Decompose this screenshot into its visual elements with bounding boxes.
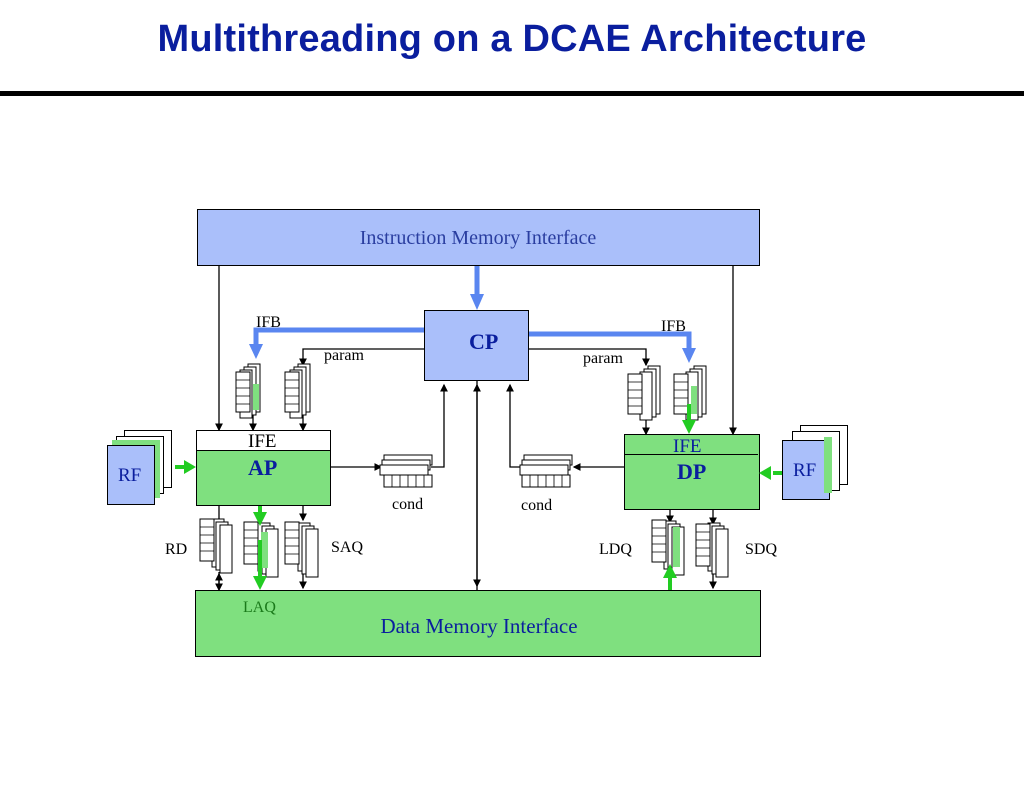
sdq-queue bbox=[695, 522, 729, 578]
ifb-right-slots bbox=[674, 381, 688, 407]
green-arrowhead-ifb-dp bbox=[682, 420, 696, 434]
sdq-label: SDQ bbox=[745, 541, 778, 558]
dp-block: IFE DP bbox=[624, 434, 760, 510]
param-left-label: param bbox=[324, 347, 364, 364]
wire-cp-param-right bbox=[529, 348, 650, 367]
data-memory-label: Data Memory Interface bbox=[380, 614, 578, 638]
green-arrowhead-laq bbox=[253, 512, 267, 526]
instruction-memory-interface: Instruction Memory Interface bbox=[197, 209, 760, 266]
cp-label: CP bbox=[469, 329, 499, 354]
dp-label: DP bbox=[677, 459, 707, 484]
laq-slots bbox=[244, 529, 258, 555]
rd-slots bbox=[200, 526, 214, 552]
ap-ife-label: IFE bbox=[248, 431, 277, 452]
green-arrowhead-dmem bbox=[253, 576, 267, 590]
ap-ife-strip: IFE bbox=[196, 430, 331, 452]
wire-cond-cp-right bbox=[506, 383, 521, 468]
param-left-slots bbox=[285, 379, 299, 405]
blue-arrowhead-ifb-right bbox=[682, 348, 696, 363]
saq-queue bbox=[284, 521, 319, 578]
rf-left-label: RF bbox=[118, 465, 142, 486]
ldq-slots bbox=[652, 527, 666, 553]
blue-arrow-cp-ifb-right bbox=[529, 331, 692, 350]
sdq-slots bbox=[696, 531, 710, 557]
ldq-green bbox=[673, 527, 680, 567]
wire-cp-param-left bbox=[299, 348, 424, 367]
laq-green bbox=[261, 532, 268, 568]
ifb-right-label: IFB bbox=[661, 318, 686, 335]
cond-right-label: cond bbox=[521, 497, 553, 514]
green-arrowhead-dp bbox=[759, 466, 771, 480]
ldq-label: LDQ bbox=[599, 541, 632, 558]
dp-ife-label: IFE bbox=[673, 436, 702, 457]
ifb-right-green bbox=[691, 386, 697, 414]
rf-left: RF bbox=[107, 445, 155, 505]
param-right-slots bbox=[628, 381, 642, 407]
param-right-label: param bbox=[583, 350, 623, 367]
rd-label: RD bbox=[165, 541, 188, 558]
saq-label: SAQ bbox=[331, 539, 364, 556]
green-arrowhead-ldq bbox=[663, 564, 677, 578]
wire-cond-cp bbox=[431, 383, 448, 468]
blue-arrowhead-cp bbox=[470, 294, 484, 310]
green-arrowhead-ap bbox=[184, 460, 196, 474]
rf-right-label: RF bbox=[793, 460, 817, 481]
blue-arrow-cp-ifb-left bbox=[253, 327, 424, 346]
ifb-left-slots bbox=[236, 379, 250, 405]
title-underline bbox=[0, 91, 1024, 96]
dp-ife-divider bbox=[625, 454, 758, 455]
laq-label: LAQ bbox=[243, 599, 276, 616]
data-memory-interface: Data Memory Interface bbox=[195, 590, 761, 657]
cond-right-slots bbox=[529, 475, 563, 487]
rf-right: RF bbox=[782, 440, 830, 500]
cond-left-slots bbox=[391, 475, 425, 487]
ifb-left-green bbox=[253, 384, 259, 410]
rd-queue bbox=[199, 518, 233, 574]
page-title: Multithreading on a DCAE Architecture bbox=[157, 18, 867, 60]
ap-block: AP bbox=[196, 450, 331, 506]
param-left-queue bbox=[284, 363, 311, 419]
saq-slots bbox=[285, 529, 299, 555]
ifb-left-label: IFB bbox=[256, 314, 281, 331]
blue-arrowhead-ifb-left bbox=[249, 344, 263, 359]
instruction-memory-label: Instruction Memory Interface bbox=[359, 227, 597, 249]
cond-left-label: cond bbox=[392, 496, 424, 513]
rf-right-green-edge bbox=[824, 437, 832, 493]
ap-label: AP bbox=[248, 455, 278, 480]
cp-block: CP bbox=[424, 310, 529, 381]
param-right-queue bbox=[627, 365, 661, 421]
